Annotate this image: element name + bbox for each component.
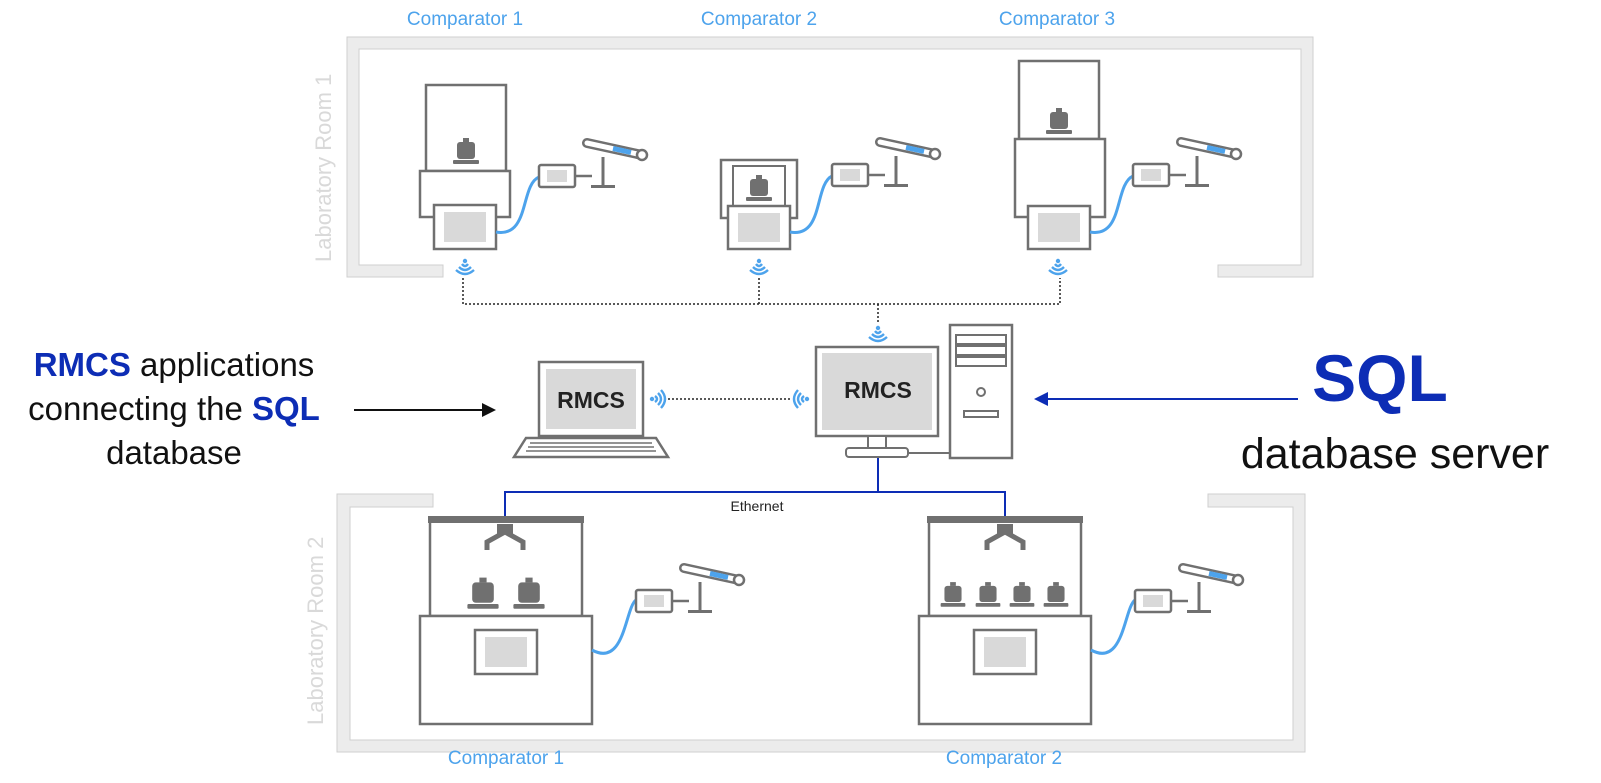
server-rmcs-label: RMCS bbox=[844, 377, 912, 403]
left-caption: RMCS applications connecting the SQL dat… bbox=[0, 343, 348, 475]
ethernet-network: Ethernet bbox=[504, 458, 1006, 522]
room-1-label: Laboratory Room 1 bbox=[311, 74, 336, 262]
laptop-rmcs-label: RMCS bbox=[557, 387, 625, 413]
room1-comparator-1 bbox=[418, 83, 647, 276]
right-arrow bbox=[1034, 392, 1298, 406]
left-caption-connecting: connecting the bbox=[28, 390, 252, 427]
room1-comparator-1-label: Comparator 1 bbox=[407, 9, 523, 30]
ethernet-label: Ethernet bbox=[731, 498, 784, 514]
left-caption-applications: applications bbox=[130, 346, 315, 383]
room-2-label: Laboratory Room 2 bbox=[303, 537, 328, 725]
wifi-icon bbox=[648, 388, 667, 410]
room1-comparator-2-label: Comparator 2 bbox=[701, 9, 817, 30]
left-caption-line-3: database bbox=[106, 434, 242, 471]
camera-sensor-icon bbox=[539, 143, 647, 188]
laboratory-room-2: Laboratory Room 2 bbox=[303, 493, 1306, 753]
left-arrow bbox=[354, 403, 496, 417]
wifi-icon bbox=[1047, 257, 1069, 276]
camera-sensor-icon bbox=[1133, 142, 1241, 187]
wifi-icon bbox=[792, 388, 811, 410]
left-caption-line-2: connecting the SQL bbox=[0, 387, 348, 431]
wireless-links bbox=[462, 278, 1061, 400]
wifi-icon bbox=[748, 257, 770, 276]
room1-comparator-3-label: Comparator 3 bbox=[999, 9, 1115, 30]
left-caption-rmcs: RMCS bbox=[33, 346, 131, 383]
camera-sensor-icon bbox=[832, 142, 940, 187]
room1-comparator-3 bbox=[1013, 59, 1241, 276]
room2-comparator-1-label: Comparator 1 bbox=[448, 748, 564, 769]
camera-sensor-icon bbox=[636, 568, 744, 613]
left-caption-line-1: RMCS applications bbox=[0, 343, 348, 387]
sql-title: SQL bbox=[1312, 341, 1448, 415]
left-caption-sql: SQL bbox=[252, 390, 320, 427]
camera-sensor-icon bbox=[1135, 568, 1243, 613]
laboratory-room-1: Laboratory Room 1 bbox=[311, 36, 1314, 278]
room2-comparator-1 bbox=[418, 516, 744, 726]
room2-comparator-2 bbox=[917, 516, 1243, 726]
wifi-icon bbox=[454, 257, 476, 276]
room1-comparator-2 bbox=[719, 142, 940, 276]
desktop-computer-icon: RMCS bbox=[814, 323, 1014, 460]
wifi-icon bbox=[867, 324, 889, 343]
room2-comparator-2-label: Comparator 2 bbox=[946, 748, 1062, 769]
laptop-icon: RMCS bbox=[511, 360, 671, 459]
database-server-label: database server bbox=[1240, 430, 1550, 478]
